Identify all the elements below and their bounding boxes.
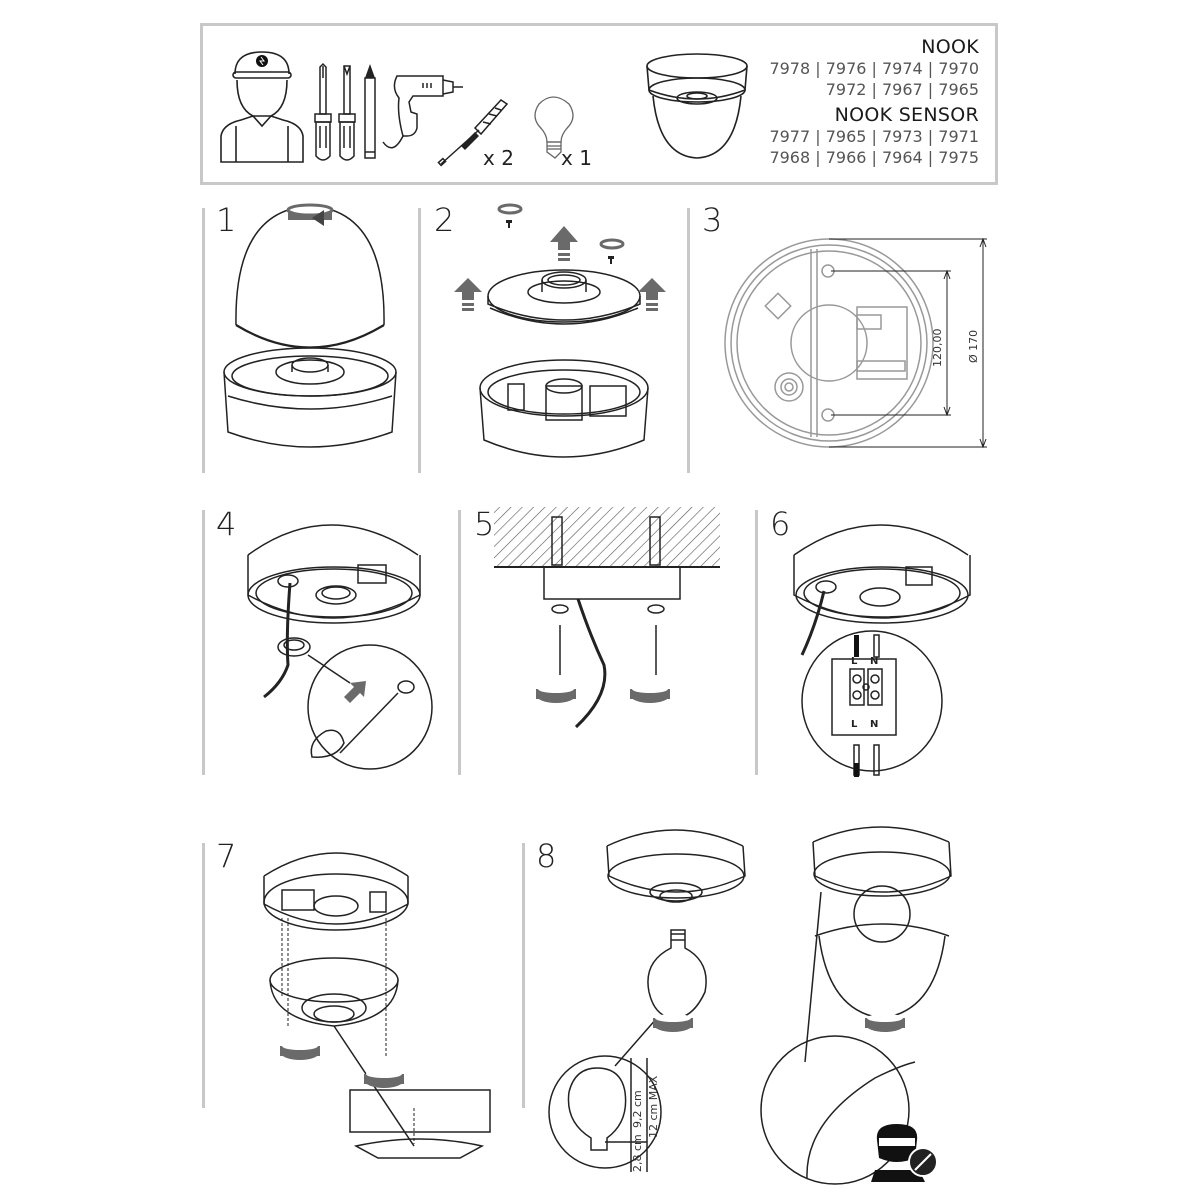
electrician-icon [220,51,304,163]
phillips-screwdriver-icon [314,62,332,161]
screw-rotate-arrow-icon [280,1042,404,1088]
step-number-1: 1 [216,201,237,239]
terminal-label-l-bottom: L [851,719,858,730]
step-number-7: 7 [216,837,237,875]
bulb-glass-dimension: 9,2 cm [631,1090,644,1128]
divider [755,510,758,775]
push-arrow-icon [344,681,366,703]
terminal-label-l-top: L [851,656,858,667]
anti-theft-icon [871,1124,938,1182]
step-4-illustration [247,524,433,770]
step-number-8: 8 [536,837,557,875]
drill-icon [382,75,463,149]
step-number-6: 6 [770,505,791,543]
unscrew-arrow-icon [497,203,625,264]
terminal-label-n-bottom: N [870,719,878,730]
step-8-illustration: 9,2 cm 12 cm MAX 2,8 cm [548,826,952,1185]
terminal-label-n-top: N [870,656,878,667]
nook-product-icon [646,53,748,159]
step-number-2: 2 [434,201,455,239]
product-name-nook-sensor: NOOK SENSOR [834,104,979,126]
step-3-dimension-drawing: 120,00 Ø 170 [724,237,987,449]
step-5-illustration [494,507,720,729]
product-codes-nook-2: 7972 | 7967 | 7965 [825,80,979,99]
step-2-illustration [454,203,666,458]
screw-and-wall-plug-icon [437,99,509,167]
bulb-max-dimension: 12 cm MAX [647,1075,660,1138]
pencil-icon [364,64,376,159]
step-number-5: 5 [474,505,495,543]
bulb-quantity: x 1 [561,146,592,170]
screw-quantity: x 2 [483,146,514,170]
product-codes-sensor-2: 7968 | 7966 | 7964 | 7975 [769,148,979,167]
step-6-illustration: L N L N [793,524,971,777]
product-codes-nook-1: 7978 | 7976 | 7974 | 7970 [769,59,979,78]
ceiling-hatch [494,507,720,567]
step-number-3: 3 [702,201,723,239]
flat-screwdriver-icon [338,65,356,161]
step-1-illustration [223,203,397,448]
divider [458,510,461,775]
divider [202,843,205,1108]
divider [418,208,421,473]
screw-rotate-arrow-icon [536,685,670,703]
step-7-illustration [263,852,491,1159]
diameter-dimension: Ø 170 [967,330,980,363]
twist-arrow-icon [286,203,334,226]
product-codes-sensor-1: 7977 | 7965 | 7973 | 7971 [769,127,979,146]
twist-arrow-icon [653,1014,905,1032]
hole-spacing-dimension: 120,00 [931,329,944,368]
lift-arrows-icon [454,226,666,311]
divider [687,208,690,473]
product-name-nook: NOOK [921,36,979,58]
divider [202,208,205,473]
light-bulb-icon [534,96,574,159]
divider [522,843,525,1108]
step-number-4: 4 [216,505,237,543]
product-list: NOOK 7978 | 7976 | 7974 | 7970 7972 | 79… [769,36,979,168]
divider [202,510,205,775]
bulb-base-dimension: 2,8 cm [631,1134,644,1172]
header-panel: x 2 x 1 NOOK 7978 | 7976 | 7974 | 7970 7… [200,23,998,185]
